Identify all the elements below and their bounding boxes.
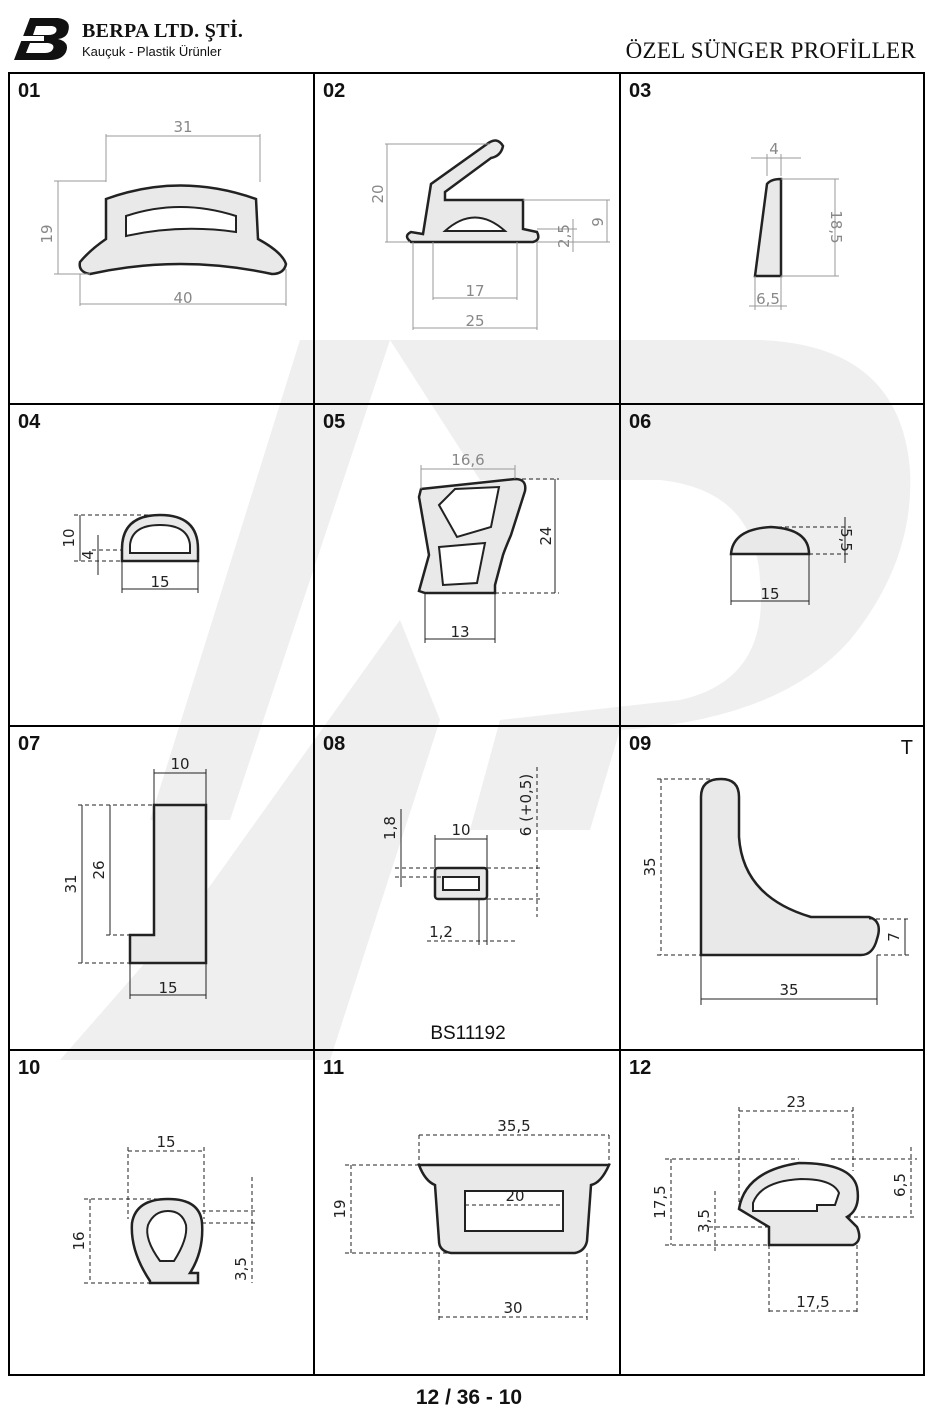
profile-card-03: 03 4 18,5 6,5 (621, 74, 927, 400)
profile-card-04: 04 10 4 15 (10, 405, 316, 731)
profile-drawing: 5,5 15 (729, 517, 855, 605)
dimension-label: 16 (70, 1231, 88, 1250)
profile-drawing: 10 4 15 (60, 513, 200, 593)
dimension-label: 6,5 (891, 1173, 909, 1197)
profile-number: 11 (323, 1057, 345, 1079)
profile-drawing: 1,8 10 6 (+0,5) 1,2 (381, 767, 543, 945)
profile-card-11: 11 35,5 19 20 30 (315, 1051, 621, 1377)
dimension-label: 3,5 (232, 1257, 250, 1281)
page-title: ÖZEL SÜNGER PROFİLLER (625, 38, 916, 63)
dimension-label: 30 (503, 1299, 522, 1317)
profile-drawing: 10 31 26 15 (62, 755, 208, 999)
profile-card-02: 02 20 9 2,5 17 25 (315, 74, 621, 400)
profiles-grid: 01 31 19 40 02 (8, 72, 925, 1376)
dimension-label: 19 (331, 1199, 349, 1218)
profile-drawing: 23 17,5 6,5 3,5 17,5 (651, 1093, 917, 1315)
dimension-label: 20 (369, 184, 387, 203)
profile-card-07: 07 10 31 26 15 (10, 727, 316, 1053)
profile-mark: T (900, 737, 913, 759)
profile-number: 01 (18, 80, 41, 102)
profile-drawing: 15 16 3,5 (70, 1133, 258, 1285)
profile-drawing: 35 7 35 (641, 777, 911, 1005)
page-number: 12 / 36 - 10 (415, 1386, 523, 1409)
dimension-label: 10 (451, 821, 470, 839)
dimension-label: 3,5 (695, 1209, 713, 1233)
profile-card-08: 08 1,8 10 6 (+0,5) 1,2 BS11192 (315, 727, 621, 1053)
dimension-label: 7 (885, 932, 903, 942)
dimension-label: 4 (79, 550, 97, 560)
profile-drawing: 20 9 2,5 17 25 (369, 139, 610, 330)
dimension-label: 10 (60, 528, 78, 547)
dimension-label: 17 (465, 282, 484, 300)
dimension-label: 35 (641, 857, 659, 876)
profile-drawing: 31 19 40 (38, 118, 288, 307)
dimension-label: 18,5 (827, 210, 845, 243)
dimension-label: 17,5 (651, 1185, 669, 1218)
profile-drawing: 16,6 24 13 (417, 451, 559, 643)
dimension-label: 2,5 (555, 224, 573, 248)
dimension-label: 23 (786, 1093, 805, 1111)
dimension-label: 1,8 (381, 816, 399, 840)
profile-number: 05 (323, 411, 346, 433)
dimension-label: 15 (158, 979, 177, 997)
dimension-label: 24 (537, 526, 555, 545)
dimension-label: 25 (465, 312, 484, 330)
profile-drawing: 35,5 19 20 30 (331, 1117, 611, 1321)
dimension-label: 15 (150, 573, 169, 591)
dimension-label: 4 (769, 140, 779, 158)
profile-number: 04 (18, 411, 41, 433)
profile-card-05: 05 16,6 24 13 (315, 405, 621, 731)
dimension-label: 40 (173, 289, 192, 307)
dimension-label: 17,5 (796, 1293, 829, 1311)
dimension-label: 6,5 (756, 290, 780, 308)
dimension-label: 19 (38, 224, 56, 243)
dimension-label: 13 (450, 623, 469, 641)
profile-number: 02 (323, 80, 346, 102)
dimension-label: 16,6 (451, 451, 484, 469)
dimension-label: 10 (170, 755, 189, 773)
dimension-label: 35 (779, 981, 798, 999)
profile-drawing: 4 18,5 6,5 (749, 140, 845, 310)
profile-number: 10 (18, 1057, 41, 1079)
dimension-label: 20 (505, 1187, 524, 1205)
dimension-label: 35,5 (497, 1117, 530, 1135)
profile-number: 08 (323, 733, 346, 755)
profile-number: 07 (18, 733, 41, 755)
dimension-label: 6 (+0,5) (517, 774, 535, 836)
profile-number: 09 (629, 733, 652, 755)
profile-number: 12 (629, 1057, 652, 1079)
profile-card-09: 09 T 35 7 35 (621, 727, 927, 1053)
company-name: BERPA LTD. ŞTİ. (82, 20, 244, 42)
standard-code: BS11192 (430, 1023, 506, 1044)
dimension-label: 15 (156, 1133, 175, 1151)
dimension-label: 15 (760, 585, 779, 603)
profile-card-10: 10 15 16 3,5 (10, 1051, 316, 1377)
dimension-label: 31 (62, 874, 80, 893)
dimension-label: 31 (173, 118, 192, 136)
profile-number: 03 (629, 80, 652, 102)
berpa-logo (14, 18, 69, 60)
profile-card-12: 12 23 17,5 6,5 3,5 17,5 (621, 1051, 927, 1377)
company-subtitle: Kauçuk - Plastik Ürünler (82, 44, 222, 59)
dimension-label: 5,5 (837, 528, 855, 552)
profile-number: 06 (629, 411, 652, 433)
profile-card-01: 01 31 19 40 (10, 74, 316, 400)
dimension-label: 9 (589, 217, 607, 227)
dimension-label: 1,2 (429, 923, 453, 941)
dimension-label: 26 (90, 860, 108, 879)
profile-card-06: 06 5,5 15 (621, 405, 927, 731)
page-header: BERPA LTD. ŞTİ. Kauçuk - Plastik Ürünler… (0, 0, 938, 72)
